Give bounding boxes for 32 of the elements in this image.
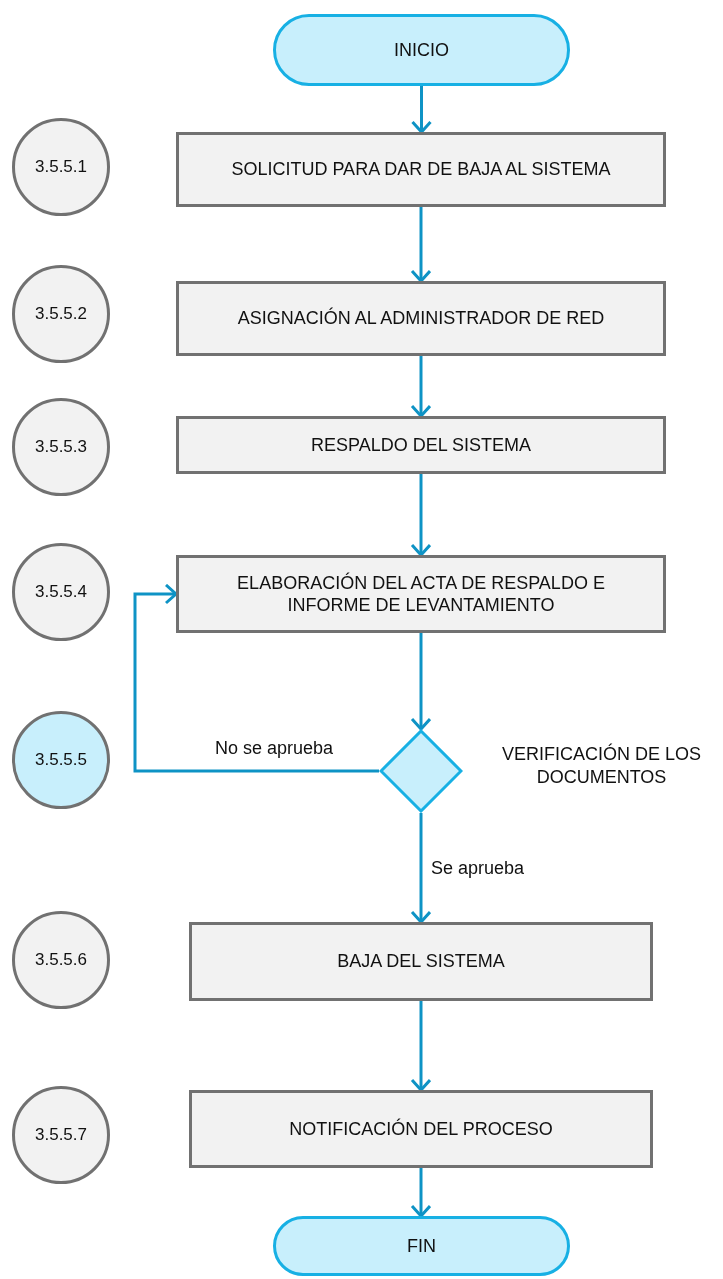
- process-box: [189, 922, 653, 1001]
- node-label: 3.5.5.6: [35, 949, 87, 971]
- node-label: 3.5.5.4: [35, 581, 87, 603]
- arrow: [410, 1168, 432, 1218]
- process-box: [176, 281, 666, 356]
- process-box: [176, 416, 666, 474]
- process-box: [176, 132, 666, 207]
- process-box: [189, 1090, 653, 1168]
- terminal-pill: [273, 1216, 570, 1276]
- process-box: [176, 555, 666, 633]
- arrow: [410, 813, 432, 924]
- arrow: [410, 633, 432, 731]
- node-label: SOLICITUD PARA DAR DE BAJA AL SISTEMA: [231, 158, 611, 181]
- node-label: RESPALDO DEL SISTEMA: [310, 433, 532, 457]
- arrow: [410, 207, 432, 283]
- node-label: ASIGNACIÓN AL ADMINISTRADOR DE RED: [237, 307, 605, 330]
- arrow: [410, 1001, 432, 1092]
- node-label: 3.5.5.2: [35, 303, 87, 325]
- arrow: [410, 474, 432, 557]
- node-label: INICIO: [394, 38, 449, 62]
- decision-label: VERIFICACIÓN DE LOS DOCUMENTOS: [500, 743, 702, 788]
- node-label: 3.5.5.7: [35, 1124, 87, 1146]
- node-label: NOTIFICACIÓN DEL PROCESO: [289, 1117, 553, 1141]
- arrow: [133, 583, 379, 773]
- node-label: 3.5.5.3: [35, 436, 87, 458]
- arrow: [411, 86, 432, 134]
- node-label: BAJA DEL SISTEMA: [337, 950, 505, 973]
- arrow: [410, 356, 432, 418]
- node-label: 3.5.5.5: [35, 749, 87, 771]
- node-label: FIN: [407, 1234, 436, 1258]
- node-label: ELABORACIÓN DEL ACTA DE RESPALDO E INFORME DE LEVANTAMIENTO: [236, 571, 606, 617]
- node-label: 3.5.5.1: [35, 156, 87, 178]
